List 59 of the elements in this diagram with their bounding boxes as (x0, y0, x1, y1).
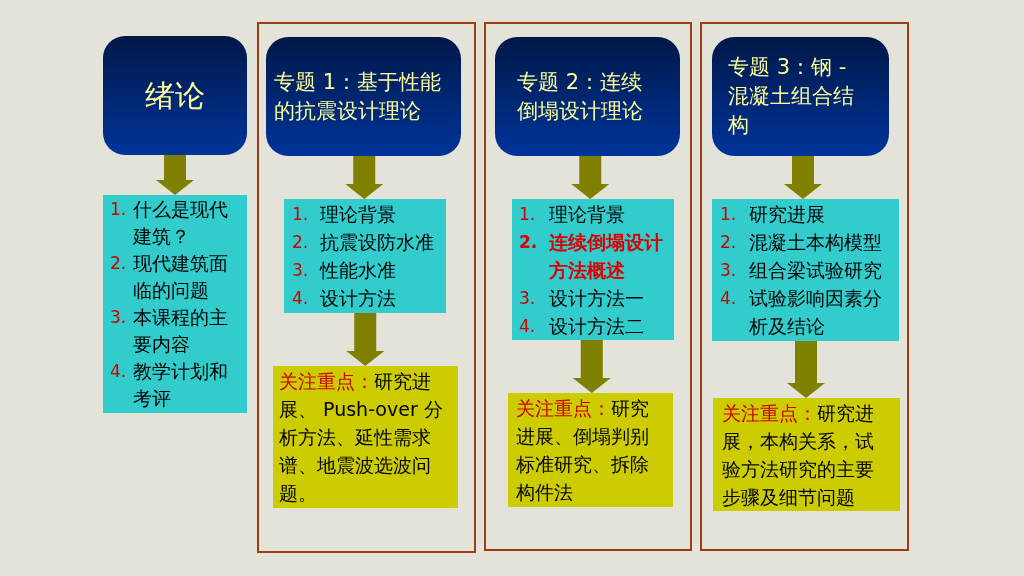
list-box (512, 199, 674, 340)
heading-box (266, 37, 461, 156)
item-number: 2. (110, 252, 128, 275)
note-text: 关注重点：研究进展、 Push-over 分析方法、延性需求谱、地震波选波问题。 (279, 369, 444, 506)
item-number: 3. (110, 306, 128, 329)
list-box (712, 199, 899, 341)
item-number: 2. (292, 231, 310, 254)
block-arrow (156, 155, 194, 195)
heading-box (712, 37, 889, 156)
list-item: 本课程的主要内容 (133, 305, 229, 357)
heading-text: 专题 3：钢 - 混凝土组合结构 (728, 54, 855, 139)
item-number: 3. (519, 287, 537, 310)
list-item: 设计方法一 (549, 286, 645, 311)
note-text: 关注重点：研究进展、倒塌判别标准研究、拆除构件法 (516, 396, 650, 505)
block-arrow (572, 340, 611, 393)
item-number: 3. (720, 259, 738, 282)
item-number: 4. (110, 360, 128, 383)
block-arrow (784, 156, 822, 199)
list-item: 理论背景 (549, 202, 626, 227)
item-number: 4. (519, 315, 537, 338)
list-item: 抗震设防水准 (320, 230, 435, 255)
list-box (284, 199, 446, 313)
item-number: 3. (292, 259, 310, 282)
list-item: 设计方法二 (549, 314, 645, 339)
list-item: 什么是现代建筑？ (133, 197, 229, 249)
heading-text: 专题 2：连续倒塌设计理论 (517, 68, 644, 125)
list-item: 连续倒塌设计方法概述 (549, 230, 664, 283)
section-frame (257, 22, 476, 553)
list-item: 理论背景 (320, 202, 397, 227)
block-arrow (787, 341, 825, 398)
section-frame (484, 22, 692, 551)
list-box (103, 195, 247, 413)
item-number: 1. (110, 198, 128, 221)
item-number: 2. (720, 231, 738, 254)
list-item: 研究进展 (749, 202, 826, 227)
list-item: 教学计划和考评 (133, 359, 229, 411)
heading-box (103, 36, 247, 155)
list-item: 混凝土本构模型 (749, 230, 883, 255)
note-box (508, 393, 673, 507)
item-number: 4. (720, 287, 738, 310)
heading-box (495, 37, 680, 156)
item-number: 1. (519, 203, 537, 226)
block-arrow (345, 156, 384, 199)
section-frame (700, 22, 909, 551)
note-box (713, 398, 900, 511)
item-number: 2. (519, 231, 539, 254)
list-item: 现代建筑面临的问题 (133, 251, 229, 303)
list-item: 设计方法 (320, 286, 397, 311)
note-text: 关注重点：研究进展，本构关系，试验方法研究的主要步骤及细节问题 (722, 401, 875, 510)
item-number: 4. (292, 287, 310, 310)
block-arrow (571, 156, 610, 199)
list-item: 性能水准 (320, 258, 397, 283)
item-number: 1. (720, 203, 738, 226)
item-number: 1. (292, 203, 310, 226)
heading-text: 绪论 (145, 76, 205, 115)
block-arrow (346, 313, 385, 366)
list-item: 组合梁试验研究 (749, 258, 883, 283)
heading-text: 专题 1：基于性能的抗震设计理论 (274, 68, 443, 125)
list-item: 试验影响因素分析及结论 (749, 286, 883, 339)
